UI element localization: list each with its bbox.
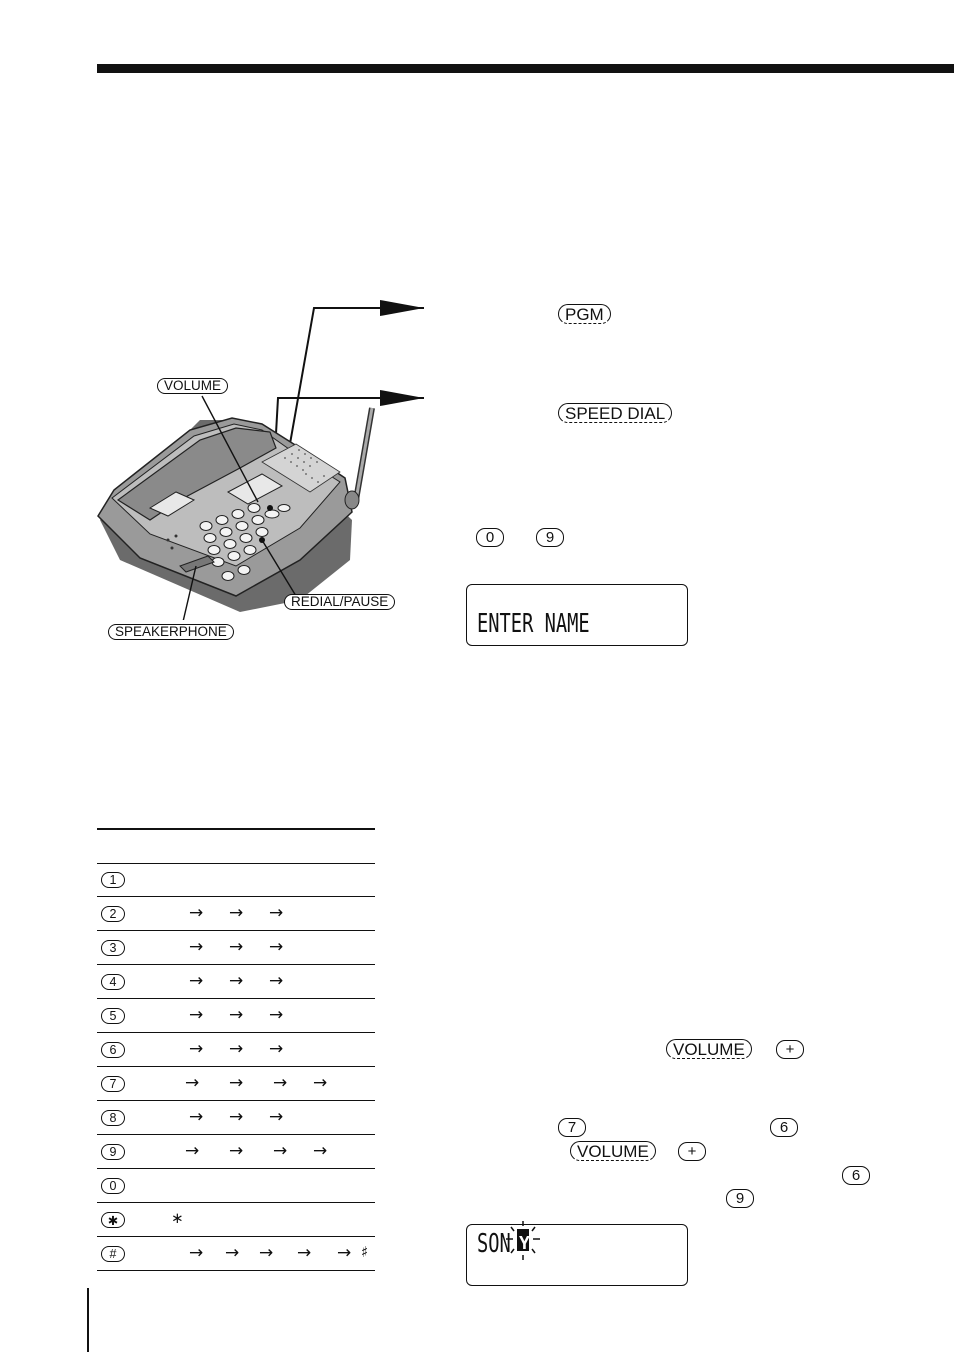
display-enter-name: ENTER NAME <box>466 584 688 646</box>
table-row-rule <box>97 1134 375 1135</box>
speakerphone-label: SPEAKERPHONE <box>108 624 234 640</box>
arrow-icon: → <box>185 1141 200 1161</box>
table-row: 9 → → → → <box>97 1135 375 1169</box>
key-label: 1 <box>101 872 125 888</box>
arrow-icon: → <box>229 1141 244 1161</box>
key-label: 7 <box>101 1076 125 1092</box>
arrow-icon: → <box>185 1073 200 1093</box>
arrow-icon: → <box>189 971 204 991</box>
symbol-character: ∗ <box>171 1209 184 1227</box>
key-0[interactable]: 0 <box>476 528 504 547</box>
table-row-rule <box>97 896 375 897</box>
table-row: 3 → → → <box>97 931 375 965</box>
table-row: 4 → → → <box>97 965 375 999</box>
table-row: ✱∗ <box>97 1203 375 1237</box>
table-row: 2 → → → <box>97 897 375 931</box>
table-row: 8 → → → <box>97 1101 375 1135</box>
arrow-icon: → <box>229 1039 244 1059</box>
header-rule <box>97 64 954 73</box>
arrow-icon: → <box>269 1039 284 1059</box>
key-9[interactable]: 9 <box>536 528 564 547</box>
key-6-b[interactable]: 6 <box>842 1166 870 1185</box>
arrow-icon: → <box>189 1243 204 1263</box>
key-9-b[interactable]: 9 <box>726 1189 754 1208</box>
display-text: ENTER NAME <box>477 609 590 639</box>
table-row: 1 <box>97 863 375 897</box>
table-row: # → → → → → ♯ <box>97 1237 375 1271</box>
key-label: 3 <box>101 940 125 956</box>
arrow-icon: → <box>269 903 284 923</box>
key-7[interactable]: 7 <box>558 1118 586 1137</box>
pgm-button[interactable]: PGM <box>558 304 611 324</box>
arrow-icon: → <box>229 971 244 991</box>
blinking-cursor-icon <box>506 1221 540 1260</box>
key-label: 5 <box>101 1008 125 1024</box>
arrow-icon: → <box>229 1005 244 1025</box>
arrow-icon: → <box>229 1107 244 1127</box>
table-row: 7 → → → → <box>97 1067 375 1101</box>
telephone-illustration <box>97 300 424 620</box>
cursor-character: Y <box>519 1233 530 1254</box>
plus-button[interactable]: + <box>776 1040 804 1059</box>
arrow-icon: → <box>189 1107 204 1127</box>
redial-pause-label: REDIAL/PAUSE <box>284 594 396 610</box>
table-row-rule <box>97 1236 375 1237</box>
key-label: 0 <box>101 1178 125 1194</box>
table-row-rule <box>97 1168 375 1169</box>
arrow-icon: → <box>337 1243 352 1263</box>
arrow-icon: → <box>189 1005 204 1025</box>
arrow-icon: → <box>273 1073 288 1093</box>
table-row-rule <box>97 930 375 931</box>
table-row: 6 → → → <box>97 1033 375 1067</box>
page-margin-rule <box>87 1288 89 1352</box>
display-name-entry: SON Y <box>466 1221 688 1286</box>
arrow-icon: → <box>269 937 284 957</box>
volume-label: VOLUME <box>157 378 229 394</box>
table-row-rule <box>97 1270 375 1271</box>
arrow-icon: → <box>229 1073 244 1093</box>
key-label: # <box>101 1246 125 1262</box>
arrow-icon: → <box>269 1107 284 1127</box>
table-top-rule <box>97 828 375 830</box>
arrow-icon: → <box>313 1141 328 1161</box>
table-row-rule <box>97 1100 375 1101</box>
key-label: 6 <box>101 1042 125 1058</box>
arrow-icon: → <box>229 903 244 923</box>
arrow-icon: → <box>189 937 204 957</box>
table-row: 0 <box>97 1169 375 1203</box>
arrow-icon: → <box>189 903 204 923</box>
key-label: 4 <box>101 974 125 990</box>
table-row-rule <box>97 1032 375 1033</box>
table-header-rule <box>97 863 375 864</box>
symbol-character: ♯ <box>361 1243 369 1261</box>
display-entered-text: SON <box>477 1229 511 1259</box>
volume-button[interactable]: VOLUME <box>666 1039 752 1059</box>
arrow-icon: → <box>225 1243 240 1263</box>
arrow-icon: → <box>313 1073 328 1093</box>
speed-dial-button[interactable]: SPEED DIAL <box>558 403 673 423</box>
arrow-icon: → <box>229 937 244 957</box>
table-row-rule <box>97 998 375 999</box>
table-row: 5 → → → <box>97 999 375 1033</box>
key-label: ✱ <box>101 1212 125 1228</box>
arrow-icon: → <box>297 1243 312 1263</box>
key-6[interactable]: 6 <box>770 1118 798 1137</box>
arrow-icon: → <box>269 1005 284 1025</box>
volume-button-2[interactable]: VOLUME <box>570 1141 656 1161</box>
key-label: 9 <box>101 1144 125 1160</box>
arrow-icon: → <box>269 971 284 991</box>
key-label: 8 <box>101 1110 125 1126</box>
key-label: 2 <box>101 906 125 922</box>
arrow-icon: → <box>273 1141 288 1161</box>
plus-button-2[interactable]: + <box>678 1142 706 1161</box>
table-row-rule <box>97 1066 375 1067</box>
arrow-icon: → <box>259 1243 274 1263</box>
table-row-rule <box>97 964 375 965</box>
table-row-rule <box>97 1202 375 1203</box>
arrow-icon: → <box>189 1039 204 1059</box>
